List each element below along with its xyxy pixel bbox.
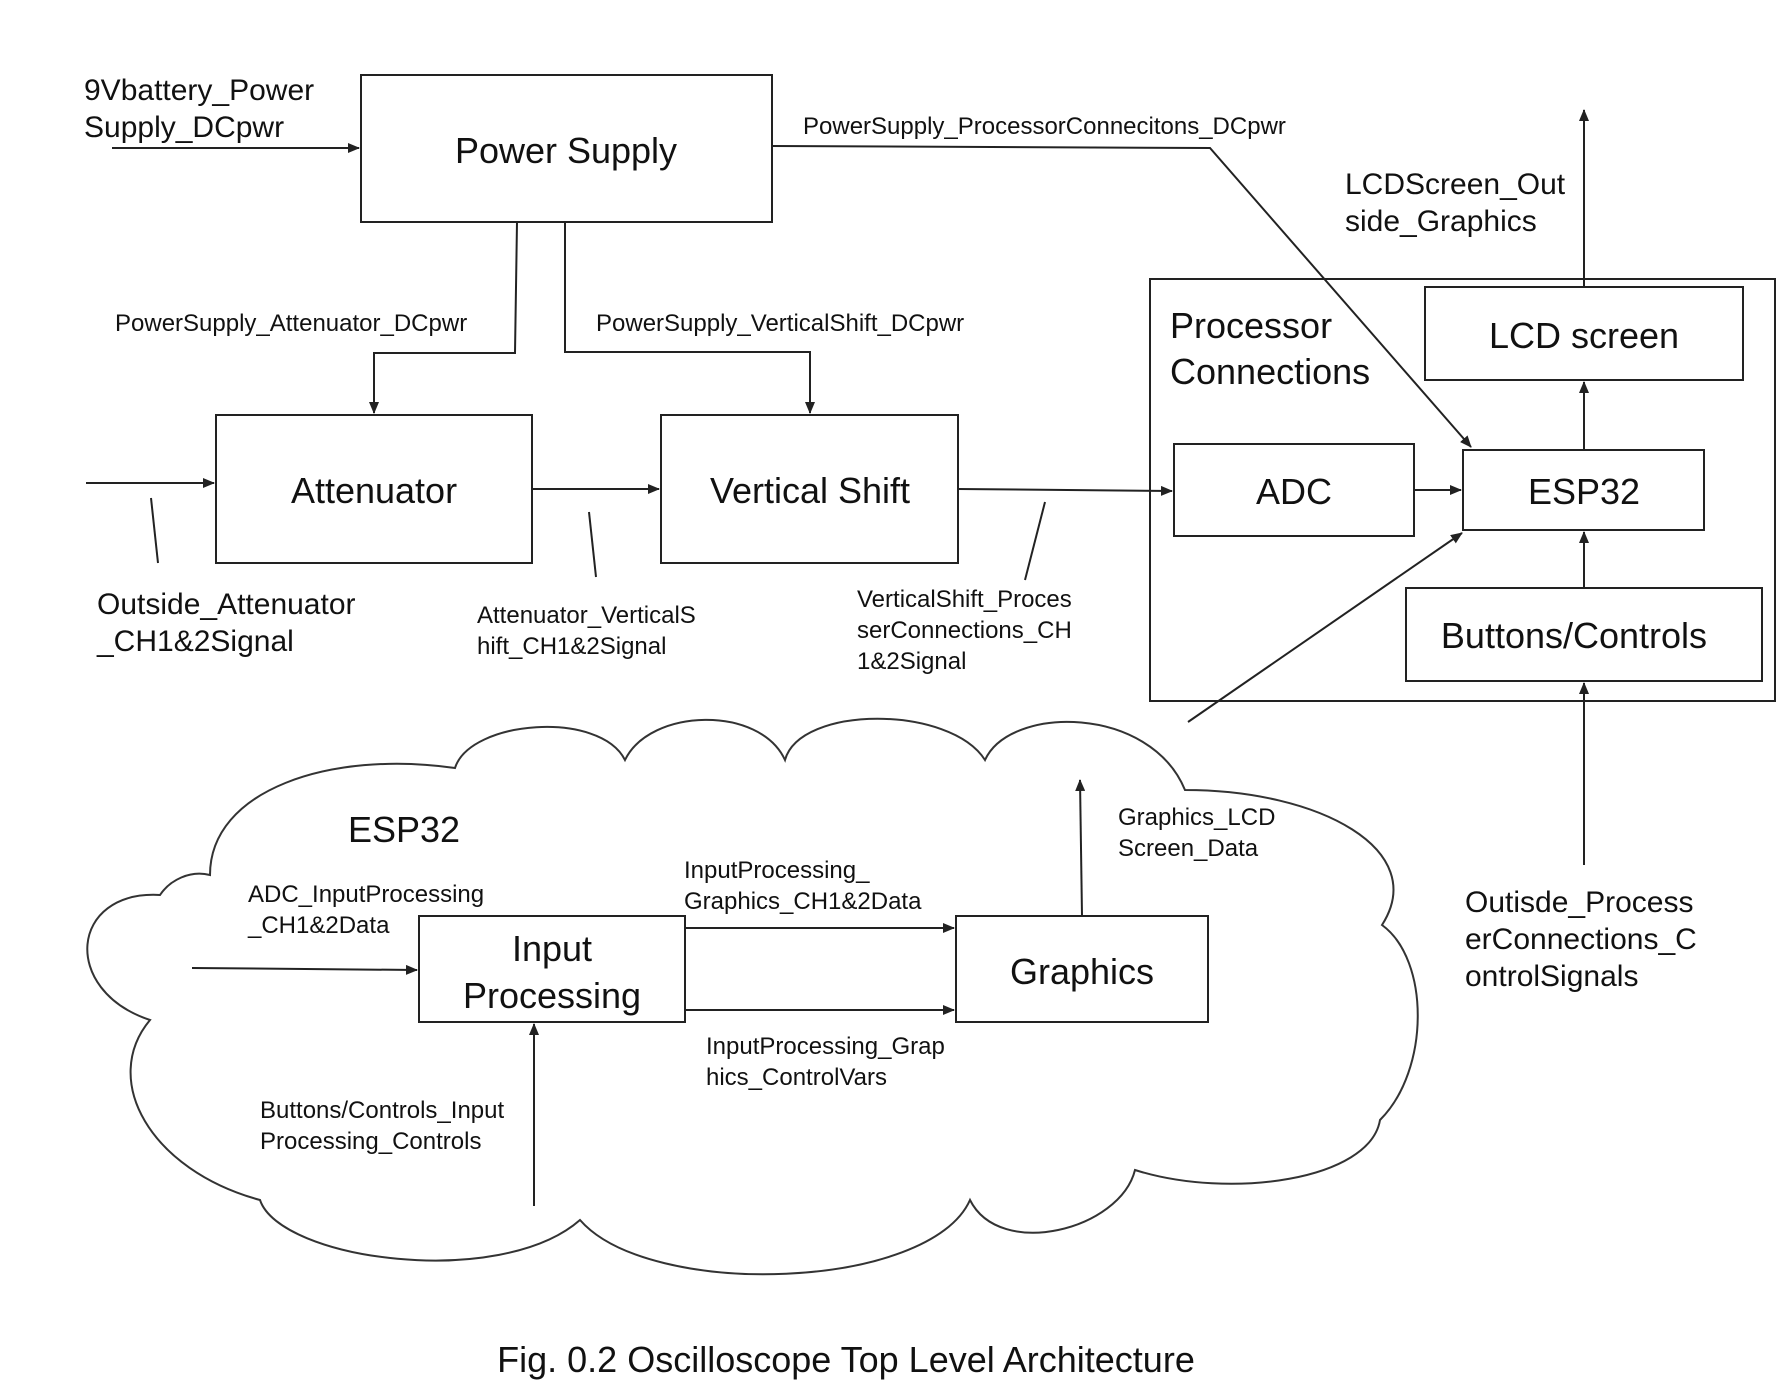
outside-ctrl-label-line2: erConnections_C	[1465, 923, 1697, 956]
processor-connections-label-line1: Processor	[1170, 305, 1332, 346]
outside-ctrl-label-line1: Outisde_Process	[1465, 886, 1693, 919]
power-supply-block	[360, 74, 773, 223]
att-vshift-leader	[588, 511, 597, 578]
esp32-cloud-label: ESP32	[348, 809, 460, 850]
buttons-controls-label: Buttons/Controls	[1441, 615, 1707, 656]
input-processing-label-line1: Input	[512, 928, 592, 969]
vshift-proc-label-line2: serConnections_CH	[857, 617, 1072, 644]
input-processing-label-line2: Processing	[463, 975, 641, 1016]
outside-ctrl-label-line3: ontrolSignals	[1465, 960, 1638, 993]
outside-attenuator-label-line2: _CH1&2Signal	[96, 625, 294, 658]
ps-vshift-label: PowerSupply_VerticalShift_DCpwr	[596, 310, 964, 337]
ip-gfx-data-label-line2: Graphics_CH1&2Data	[684, 888, 922, 915]
ip-gfx-ctrl-label-line2: hics_ControlVars	[706, 1064, 887, 1091]
vshift-proc-label-line3: 1&2Signal	[857, 648, 966, 675]
adc-ip-label-line1: ADC_InputProcessing	[248, 881, 484, 908]
processor-connections-label-line2: Connections	[1170, 351, 1370, 392]
attenuator-label: Attenuator	[291, 470, 457, 511]
att-vshift-label-line1: Attenuator_VerticalS	[477, 602, 696, 629]
btn-ip-label-line2: Processing_Controls	[260, 1128, 481, 1155]
esp32-cloud-outline	[86, 717, 1419, 1276]
att-vshift-label-line2: hift_CH1&2Signal	[477, 633, 666, 660]
cloud-esp32-arrow	[1187, 532, 1463, 723]
power-supply-label: Power Supply	[455, 130, 677, 171]
btn-ip-label-line1: Buttons/Controls_Input	[260, 1097, 504, 1124]
lcd-screen-label: LCD screen	[1489, 315, 1679, 356]
graphics-label: Graphics	[1010, 951, 1154, 992]
adc-inputprocessing-arrow	[191, 964, 418, 975]
ip-gfx-ctrl-label-line1: InputProcessing_Grap	[706, 1033, 945, 1060]
esp32-hw-label: ESP32	[1528, 471, 1640, 512]
input-processing-block	[418, 915, 686, 1023]
battery-label-line2: Supply_DCpwr	[84, 111, 284, 144]
gfx-lcd-label-line2: Screen_Data	[1118, 835, 1259, 862]
adc-label: ADC	[1256, 471, 1332, 512]
vshift-proc-label-line1: VerticalShift_Proces	[857, 586, 1072, 613]
ps-attenuator-label: PowerSupply_Attenuator_DCpwr	[115, 310, 467, 337]
gfx-lcd-label-line1: Graphics_LCD	[1118, 804, 1275, 831]
figure-caption: Fig. 0.2 Oscilloscope Top Level Architec…	[497, 1339, 1195, 1380]
ps-processor-label: PowerSupply_ProcessorConnecitons_DCpwr	[803, 113, 1286, 140]
ps-processor-arrow	[771, 145, 1472, 448]
vertical-shift-label: Vertical Shift	[710, 470, 910, 511]
ps-vshift-arrow	[564, 222, 815, 414]
graphics-lcd-arrow	[1075, 779, 1086, 917]
outside-attenuator-leader	[150, 497, 159, 564]
vshift-adc-arrow	[957, 485, 1173, 496]
outside-attenuator-label-line1: Outside_Attenuator	[97, 588, 356, 621]
vshift-adc-leader	[1024, 501, 1046, 581]
lcd-outside-label-line2: side_Graphics	[1345, 205, 1537, 238]
adc-ip-label-line2: _CH1&2Data	[247, 912, 390, 939]
ip-gfx-data-label-line1: InputProcessing_	[684, 857, 870, 884]
ps-attenuator-arrow	[369, 221, 518, 414]
lcd-outside-label-line1: LCDScreen_Out	[1345, 168, 1566, 201]
battery-label-line1: 9Vbattery_Power	[84, 74, 314, 107]
